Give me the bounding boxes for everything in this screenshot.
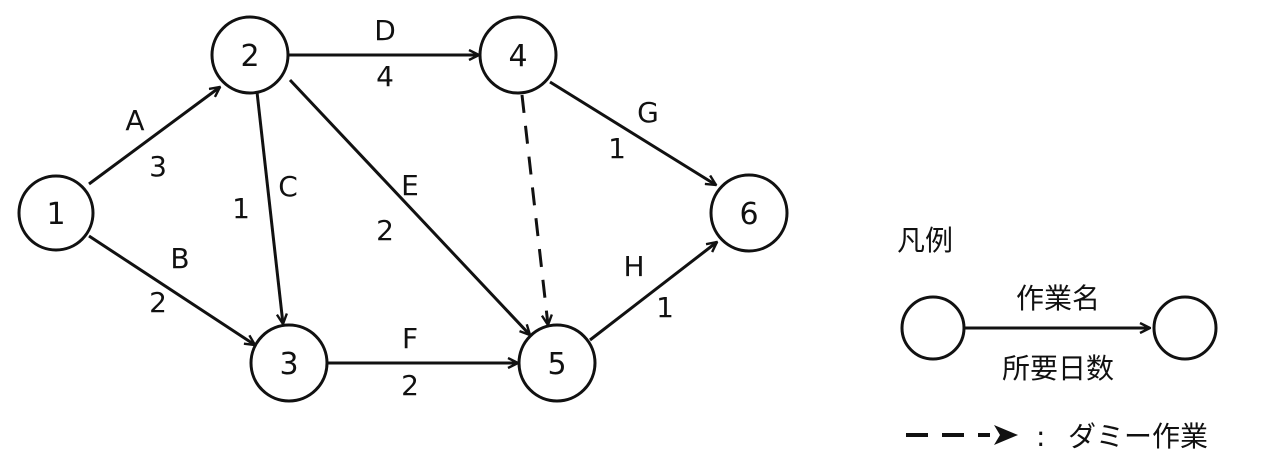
edge-h-days: 1 — [656, 291, 674, 324]
edge-c-days: 1 — [232, 192, 250, 225]
edge-e — [288, 78, 530, 335]
legend-task-name: 作業名 — [1016, 282, 1100, 315]
edge-b-days: 2 — [149, 286, 167, 319]
legend-dummy-arrowhead — [994, 425, 1018, 445]
node-3: 3 — [249, 323, 329, 403]
edge-e-days: 2 — [376, 214, 394, 247]
node-2-label: 2 — [240, 39, 259, 74]
legend-required-days: 所要日数 — [1002, 352, 1114, 385]
edge-dummy — [520, 94, 548, 325]
edge-f-days: 2 — [401, 369, 419, 402]
node-6-label: 6 — [739, 197, 758, 232]
edge-d-name: D — [374, 14, 396, 47]
nodes: 1 2 3 4 5 6 — [17, 15, 789, 403]
edge-f-name: F — [402, 322, 418, 355]
node-5-label: 5 — [547, 347, 566, 382]
legend-dummy-colon: : — [1036, 420, 1045, 453]
edge-g-name: G — [637, 96, 659, 129]
edge-c — [255, 91, 283, 324]
edge-c-name: C — [278, 170, 298, 203]
edge-a — [88, 87, 220, 186]
edge-e-name: E — [401, 169, 419, 202]
node-1-label: 1 — [46, 197, 65, 232]
node-4-label: 4 — [508, 39, 527, 74]
node-1: 1 — [17, 174, 95, 252]
edge-h — [589, 242, 717, 342]
legend-title: 凡例 — [897, 224, 953, 257]
edge-a-name: A — [125, 104, 144, 137]
legend-start-node — [900, 295, 966, 361]
edge-b-name: B — [170, 242, 189, 275]
edges — [88, 55, 717, 363]
legend: 凡例 作業名 所要日数 : ダミー作業 — [897, 224, 1218, 453]
node-4: 4 — [478, 15, 558, 95]
edge-d-days: 4 — [376, 60, 394, 93]
edge-h-name: H — [623, 250, 644, 283]
edge-a-days: 3 — [149, 150, 167, 183]
edge-b — [88, 234, 255, 345]
node-2: 2 — [210, 15, 290, 95]
node-5: 5 — [517, 323, 597, 403]
edge-labels: A 3 B 2 C 1 D 4 E 2 F 2 G 1 H 1 — [125, 14, 673, 402]
edge-g-days: 1 — [608, 132, 626, 165]
edge-g — [549, 80, 716, 185]
node-3-label: 3 — [279, 347, 298, 382]
legend-dummy-label: ダミー作業 — [1068, 420, 1208, 453]
legend-end-node — [1152, 295, 1218, 361]
node-6: 6 — [709, 173, 789, 253]
